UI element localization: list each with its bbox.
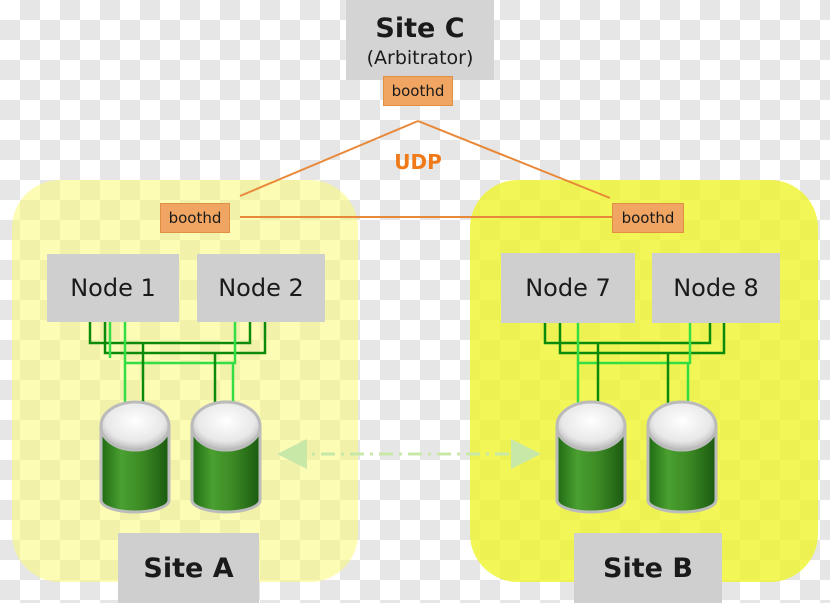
- udp-link-a-c: [239, 120, 419, 197]
- udp-label: UDP: [394, 150, 442, 174]
- site-b-region: [470, 180, 818, 582]
- node-2: Node 2: [197, 254, 325, 322]
- storage-disk-icon: [190, 400, 262, 514]
- storage-disk-icon: [555, 400, 627, 514]
- site-b-label: Site B: [574, 533, 722, 603]
- site-a-cabling: [88, 322, 267, 415]
- site-c-title: Site C: [375, 13, 465, 44]
- site-a-label: Site A: [118, 533, 259, 603]
- storage-disk-icon: [99, 400, 171, 514]
- boothd-site-a: boothd: [160, 203, 230, 233]
- node-8: Node 8: [652, 253, 780, 323]
- site-b-cabling: [543, 322, 726, 415]
- site-c-subtitle: (Arbitrator): [366, 47, 474, 69]
- node-1: Node 1: [47, 254, 179, 322]
- boothd-site-b: boothd: [612, 203, 684, 233]
- udp-links: [239, 120, 612, 218]
- storage-disk-icon: [646, 400, 718, 514]
- boothd-site-c: boothd: [383, 76, 453, 106]
- udp-link-c-b: [417, 120, 611, 199]
- node-7: Node 7: [501, 253, 635, 323]
- site-a-region: [12, 180, 358, 582]
- site-c-box: Site C (Arbitrator): [346, 0, 494, 80]
